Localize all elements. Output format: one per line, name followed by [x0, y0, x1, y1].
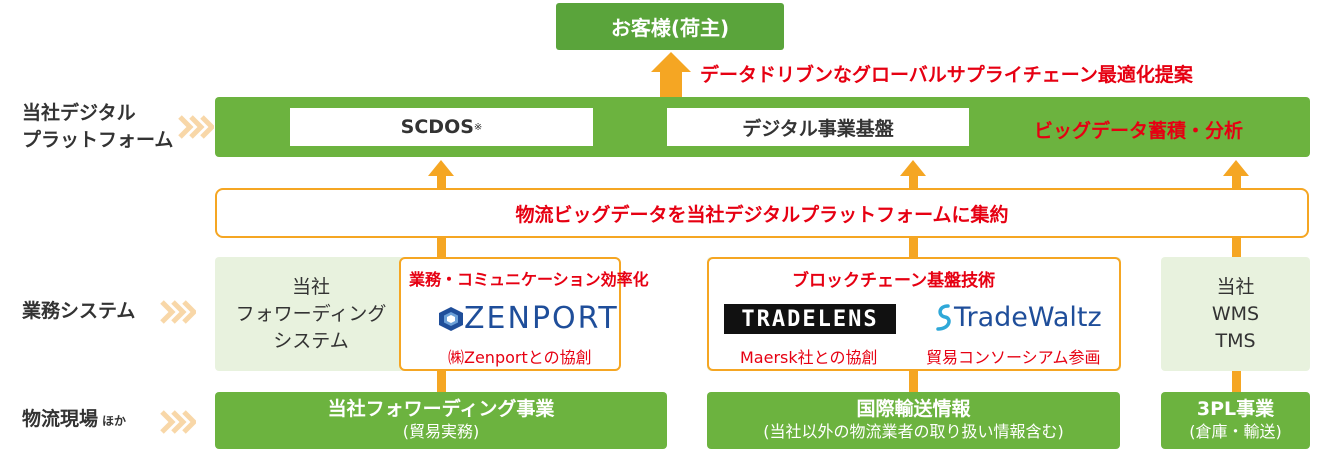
chevron-right-icon — [160, 410, 196, 434]
arrow-up-icon — [900, 160, 926, 176]
tradewaltz-sub: 貿易コンソーシアム参画 — [926, 348, 1101, 367]
row-label-systems: 業務システム — [22, 300, 136, 322]
row-label-platform-line2: プラットフォーム — [22, 129, 174, 151]
wms-panel — [1161, 257, 1310, 371]
row-label-platform-line1: 当社デジタル — [22, 102, 136, 124]
row-label-field-small: ほか — [102, 414, 127, 428]
arrow-stem — [437, 238, 446, 258]
forwarding-system-line2: フォワーディング — [235, 303, 387, 325]
zenport-mark-icon — [439, 306, 463, 331]
intl-transport-title: 国際輸送情報 — [856, 398, 971, 420]
wms-line2: WMS — [1211, 303, 1260, 325]
chevron-right-icon — [178, 115, 214, 139]
forwarding-system-text: 当社 フォワーディング システム — [226, 274, 396, 355]
intl-transport-sub: (当社以外の物流業者の取り扱い情報含む) — [763, 422, 1064, 441]
scdos-box: SCDOS※ — [290, 108, 593, 146]
arrow-stem — [1232, 238, 1241, 258]
arrow-up-icon — [1223, 160, 1249, 176]
forwarding-business-sub: (貿易実務) — [402, 422, 480, 441]
forwarding-system-line3: システム — [273, 330, 349, 352]
arrow-stem — [909, 175, 918, 189]
wms-line1: 当社 — [1216, 276, 1255, 298]
tpl-sub: (倉庫・輸送) — [1189, 422, 1282, 441]
tradelens-logo: TRADELENS — [724, 304, 896, 334]
blockchain-title: ブロックチェーン基盤技術 — [792, 271, 996, 291]
arrow-up-icon — [651, 52, 691, 72]
row-label-field-text: 物流現場 — [22, 408, 99, 430]
scdos-label: SCDOS — [400, 116, 474, 138]
proposal-text: データドリブンなグローバルサプライチェーン最適化提案 — [700, 64, 1193, 86]
arrow-stem — [437, 371, 446, 392]
digital-base-box: デジタル事業基盤 — [667, 108, 969, 146]
forwarding-business-title: 当社フォワーディング事業 — [327, 398, 555, 420]
bigdata-label: ビッグデータ蓄積・分析 — [1034, 120, 1244, 142]
arrow-stem — [909, 238, 918, 258]
arrow-stem — [437, 175, 446, 189]
collect-band: 物流ビッグデータを当社デジタルプラットフォームに集約 — [215, 188, 1309, 238]
arrow-stem — [909, 371, 918, 392]
wms-text: 当社 WMS TMS — [1161, 274, 1310, 355]
chevron-right-icon — [160, 300, 196, 324]
arrow-stem — [1232, 175, 1241, 189]
tradelens-sub: Maersk社との協創 — [740, 348, 878, 367]
tpl-title: 3PL事業 — [1196, 398, 1275, 420]
tradewaltz-logo: TradeWaltz — [932, 302, 1102, 333]
intl-transport-box: 国際輸送情報 (当社以外の物流業者の取り扱い情報含む) — [707, 392, 1120, 449]
efficiency-box — [399, 257, 621, 371]
forwarding-system-line1: 当社 — [291, 276, 330, 298]
arrow-up-icon — [428, 160, 454, 176]
tradewaltz-logo-text: TradeWaltz — [954, 302, 1102, 333]
wms-line3: TMS — [1215, 330, 1256, 352]
row-label-platform: 当社デジタル プラットフォーム — [22, 100, 173, 154]
zenport-logo: ZENPORT — [438, 301, 619, 336]
efficiency-title: 業務・コミュニケーション効率化 — [409, 270, 649, 289]
scdos-mark: ※ — [473, 121, 483, 133]
arrow-stem — [1232, 371, 1241, 392]
tradewaltz-mark-icon — [936, 303, 951, 331]
forwarding-business-box: 当社フォワーディング事業 (貿易実務) — [215, 392, 667, 449]
customer-box: お客様(荷主) — [556, 3, 784, 50]
arrow-stem — [660, 70, 682, 97]
row-label-field: 物流現場ほか — [22, 406, 126, 435]
tpl-box: 3PL事業 (倉庫・輸送) — [1161, 392, 1310, 449]
zenport-sub: ㈱Zenportとの協創 — [448, 348, 592, 367]
zenport-logo-text: ZENPORT — [464, 301, 619, 336]
